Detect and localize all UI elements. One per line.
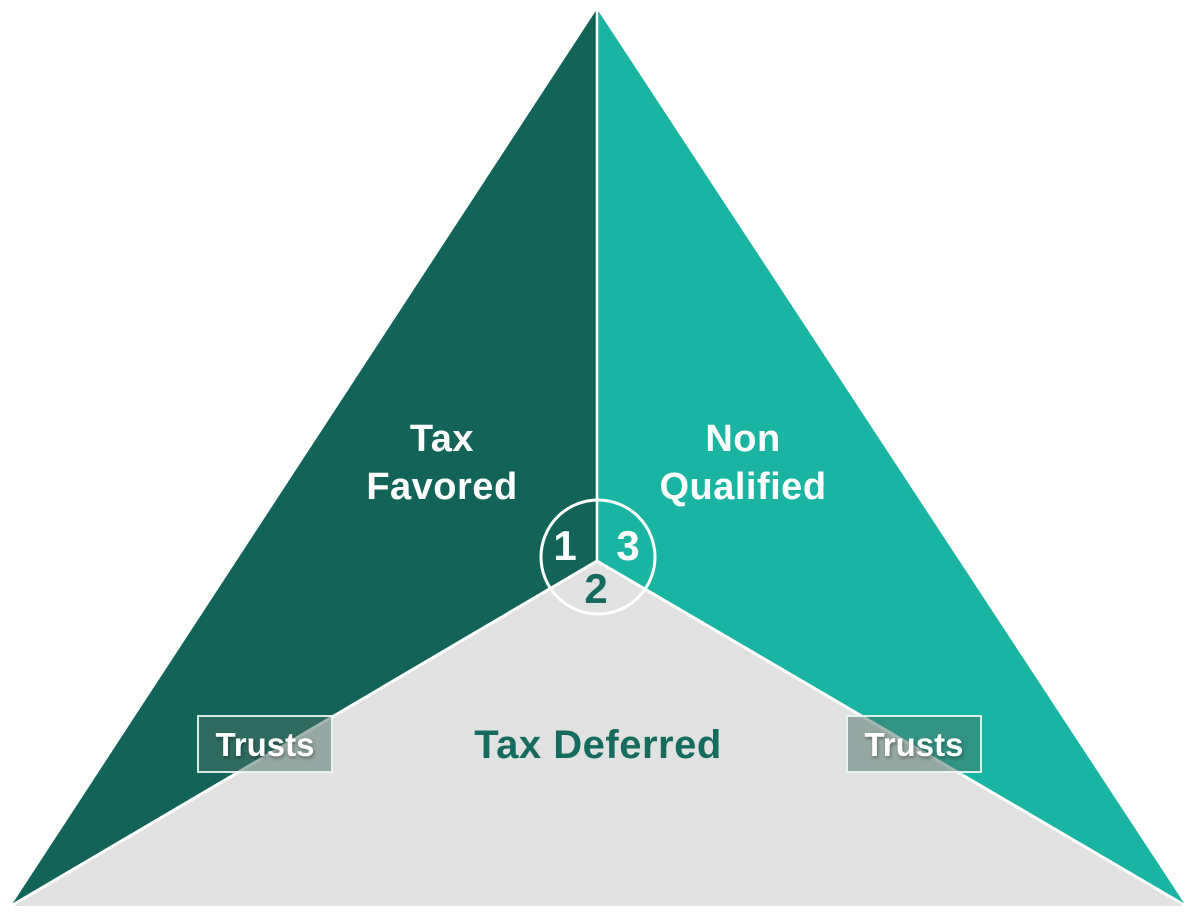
- region-tax-favored: [11, 9, 597, 906]
- tax-favored-label-line1: Tax: [410, 418, 474, 460]
- trusts-tag-right: Trusts: [846, 715, 982, 773]
- trusts-tag-left: Trusts: [197, 715, 333, 773]
- badge-number-1: 1: [553, 522, 576, 569]
- badge-number-2: 2: [584, 565, 607, 612]
- trusts-tag-left-box: [197, 715, 333, 773]
- region-tax-deferred: [11, 561, 1186, 906]
- trusts-tag-left-label: Trusts: [215, 726, 314, 763]
- tax-favored-label-line2: Favored: [366, 466, 517, 508]
- non-qualified-label-line2: Qualified: [659, 466, 826, 508]
- trusts-tag-right-label: Trusts: [864, 726, 963, 763]
- center-circle: [539, 498, 657, 616]
- non-qualified-label-line1: Non: [705, 418, 780, 460]
- region-non-qualified: [597, 9, 1186, 906]
- badge-number-3: 3: [616, 522, 639, 569]
- trusts-tag-right-box: [846, 715, 982, 773]
- tax-deferred-label: Tax Deferred: [474, 723, 722, 767]
